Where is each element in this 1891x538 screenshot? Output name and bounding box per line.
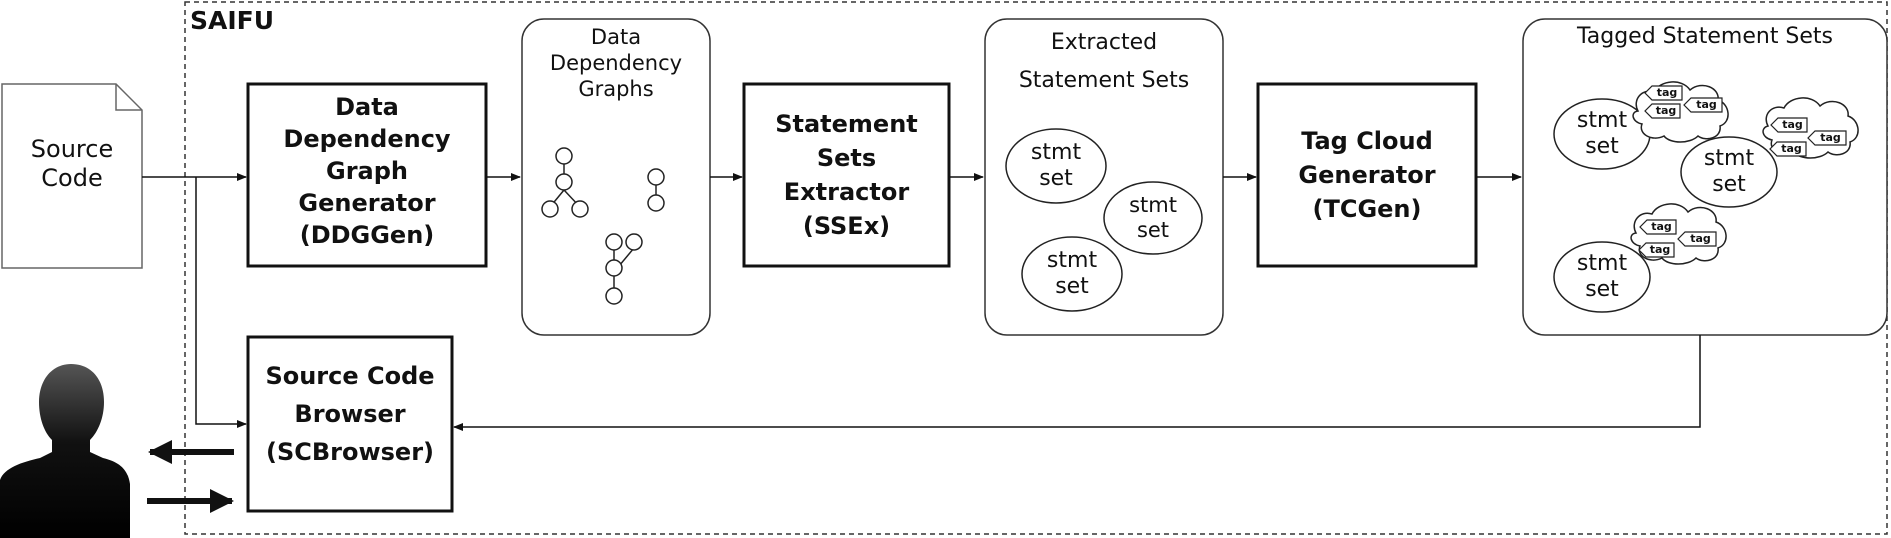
tagged-stmt-set-ellipse [1680, 136, 1778, 208]
stmt-set-ellipse [1103, 181, 1203, 255]
scbrowser-box [246, 335, 454, 513]
label-line: Tag Cloud [1301, 127, 1433, 155]
label-line: (SSEx) [802, 212, 891, 240]
ddg-store-label: Data Dependency Graphs [522, 24, 710, 102]
source-code-label: Source Code [2, 135, 142, 194]
tag-text: tag [1782, 118, 1803, 131]
label-line: set [1039, 166, 1073, 191]
ssex-label: Statement Sets Extractor (SSEx) [744, 107, 949, 243]
tagged-stmt-set-label: stmt set [1681, 146, 1777, 198]
tag-text: tag [1820, 131, 1841, 144]
document-corner-fold [115, 84, 142, 111]
tagged-stmt-set-ellipse [1553, 241, 1651, 313]
tag-text: tag [1651, 220, 1672, 233]
stmt-set-ellipse [1005, 128, 1107, 204]
label-line: set [1712, 172, 1746, 197]
label-line: Statement [775, 110, 918, 138]
label-line: Graphs [578, 77, 654, 101]
tagged-stmt-set-label: stmt set [1554, 251, 1650, 303]
saifu-title: SAIFU [190, 6, 275, 35]
label-line: stmt [1703, 146, 1755, 171]
source-code-document-icon [1, 83, 143, 269]
stmt-set-label: stmt set [1104, 193, 1202, 243]
label-line: Extracted [1050, 30, 1158, 55]
tag-text: tag [1696, 98, 1717, 111]
label-line: Data [590, 25, 642, 49]
label-line: stmt [1046, 248, 1098, 273]
stmt-set-label: stmt set [1022, 248, 1122, 300]
saifu-frame [184, 1, 1888, 535]
label-line: Source [30, 135, 114, 163]
extracted-store-label: Extracted Statement Sets [985, 24, 1223, 100]
stmt-set-label: stmt set [1006, 140, 1106, 192]
graph-icon [605, 233, 643, 305]
ddggen-box [246, 82, 488, 268]
stmt-set-ellipse [1021, 236, 1123, 312]
label-line: set [1585, 134, 1619, 159]
label-line: stmt [1030, 140, 1082, 165]
label-line: Data [335, 93, 399, 121]
arrow-tagged-to-scbrowser [453, 335, 1701, 431]
label-line: stmt [1576, 251, 1628, 276]
label-line: Dependency [283, 125, 451, 153]
label-line: Extractor [783, 178, 910, 206]
tagged-stmt-set-label: stmt set [1554, 108, 1650, 160]
label-line: Generator [1298, 161, 1436, 189]
label-line: Dependency [549, 51, 683, 75]
arrow-source-to-scbrowser [195, 177, 247, 428]
tcgen-label: Tag Cloud Generator (TCGen) [1258, 124, 1476, 226]
label-line: Source Code [265, 362, 435, 390]
label-line: Sets [816, 144, 877, 172]
label-line: set [1136, 218, 1170, 242]
label-line: Code [41, 164, 103, 193]
tagged-store-label: Tagged Statement Sets [1576, 24, 1834, 49]
graph-icon [541, 147, 589, 218]
label-line: (SCBrowser) [265, 438, 435, 466]
label-line: stmt [1576, 108, 1628, 133]
label-line: set [1585, 277, 1619, 302]
tcgen-box [1256, 82, 1478, 268]
graph-icon [647, 168, 665, 212]
label-line: Statement Sets [1018, 68, 1190, 93]
ssex-box [742, 82, 951, 268]
tag-text: tag [1656, 86, 1678, 99]
ddggen-label: Data Dependency Graph Generator (DDGGen) [248, 91, 486, 251]
label-line: Generator [298, 189, 436, 217]
label-line: Browser [294, 400, 406, 428]
scbrowser-label: Source Code Browser (SCBrowser) [248, 357, 452, 471]
user-silhouette-icon [0, 364, 130, 538]
tag-text: tag [1781, 142, 1802, 155]
tag-text: tag [1655, 104, 1677, 117]
label-line: Graph [326, 157, 408, 185]
label-line: set [1055, 274, 1089, 299]
tag-text: tag [1690, 232, 1711, 245]
tag-text: tag [1649, 243, 1671, 256]
label-line: stmt [1129, 193, 1177, 217]
tag-labels [1638, 85, 1847, 258]
label-line: (DDGGen) [299, 221, 435, 249]
label-line: (TCGen) [1312, 195, 1422, 223]
